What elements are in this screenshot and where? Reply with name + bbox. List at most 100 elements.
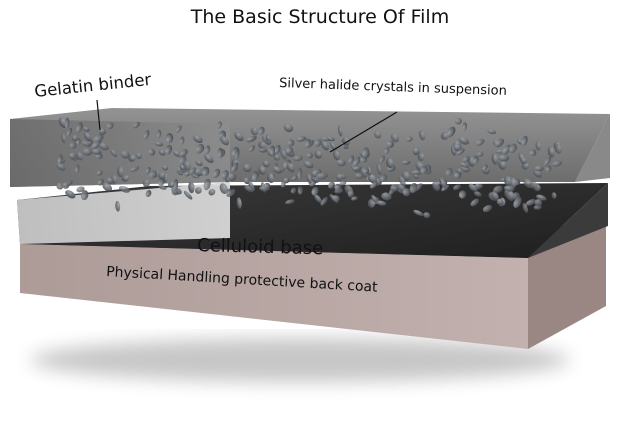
- crystal-grain: [359, 156, 368, 163]
- crystal-grain: [434, 180, 442, 187]
- crystal-grain: [417, 152, 425, 162]
- crystal-grain: [380, 174, 387, 182]
- crystal-grain: [204, 145, 211, 155]
- crystal-grain: [82, 126, 90, 132]
- crystal-grain: [189, 167, 197, 176]
- crystal-grain: [373, 131, 382, 139]
- crystal-grain: [156, 129, 162, 139]
- crystal-grain: [409, 183, 418, 193]
- crystal-grain: [534, 199, 543, 207]
- crystal-grain: [470, 198, 480, 207]
- crystal-grain: [296, 136, 307, 142]
- crystal-grain: [554, 143, 562, 154]
- crystal-grain: [314, 150, 323, 159]
- crystal-grain: [352, 156, 361, 167]
- crystal-grain: [329, 194, 339, 204]
- crystal-grain: [217, 147, 223, 159]
- crystal-grain: [384, 147, 390, 154]
- crystal-grain: [406, 136, 413, 142]
- crystal-grain: [165, 133, 174, 144]
- crystal-grain: [265, 134, 270, 142]
- crystal-grain: [283, 177, 290, 184]
- crystal-grain: [145, 167, 151, 174]
- crystal-grain: [132, 121, 141, 129]
- crystal-grain: [251, 171, 259, 182]
- crystal-grain: [545, 165, 552, 172]
- crystal-grain: [148, 148, 156, 156]
- crystal-grain: [179, 149, 188, 158]
- crystal-grain: [496, 198, 504, 206]
- crystal-grain: [106, 177, 114, 184]
- stack-shadow: [30, 338, 570, 382]
- crystal-grain: [529, 181, 538, 189]
- crystal-grain: [143, 129, 150, 140]
- crystal-grain: [413, 209, 424, 216]
- crystal-grain: [459, 162, 470, 168]
- crystal-grain: [217, 121, 222, 129]
- crystal-grain: [115, 200, 121, 212]
- crystal-grain: [412, 147, 420, 156]
- crystal-grain: [371, 194, 378, 203]
- crystal-grain: [68, 152, 77, 160]
- crystal-grain: [96, 170, 103, 176]
- crystal-grain: [208, 188, 216, 196]
- crystal-grain: [158, 149, 166, 156]
- crystal-grain: [158, 185, 167, 190]
- crystal-grain: [297, 186, 303, 195]
- crystal-grain: [56, 182, 64, 190]
- crystal-grain: [56, 163, 66, 171]
- crystal-grain: [258, 126, 265, 135]
- crystal-grain: [98, 128, 107, 135]
- crystal-grain: [534, 165, 544, 172]
- crystal-grain: [203, 154, 214, 163]
- crystal-grain: [71, 135, 79, 142]
- crystals-pointer-line: [329, 111, 398, 153]
- crystal-grain: [315, 172, 328, 180]
- crystal-grain: [93, 133, 104, 144]
- crystal-grain: [91, 140, 102, 150]
- crystal-grain: [234, 131, 244, 142]
- crystal-grain: [458, 136, 470, 145]
- crystal-grain: [118, 186, 131, 193]
- crystal-grain: [386, 140, 395, 148]
- crystal-grain: [74, 164, 80, 174]
- crystal-grain: [411, 170, 423, 175]
- crystal-grain: [286, 162, 295, 173]
- crystal-grain: [142, 179, 151, 187]
- crystal-grain: [250, 127, 259, 136]
- crystal-grain: [386, 157, 394, 169]
- crystal-grain: [420, 165, 428, 175]
- crystal-grain: [456, 148, 465, 156]
- crystal-grain: [348, 155, 355, 164]
- crystal-grain: [274, 144, 281, 155]
- gelatin-layer: [10, 108, 610, 187]
- crystal-grain: [57, 154, 63, 165]
- crystal-grain: [363, 168, 370, 175]
- crystal-grain: [522, 203, 528, 213]
- crystal-grain: [501, 144, 512, 155]
- crystal-grain: [351, 196, 358, 201]
- silver-halide-label: Silver halide crystals in suspension: [279, 76, 507, 99]
- crystal-grain: [521, 135, 528, 147]
- crystal-grain: [201, 166, 210, 176]
- crystal-grain: [453, 184, 461, 191]
- crystal-grain: [272, 166, 283, 174]
- crystal-grain: [352, 166, 362, 171]
- crystal-grain: [154, 141, 164, 147]
- crystal-grain: [547, 146, 555, 158]
- crystal-grain: [269, 145, 276, 156]
- crystal-grain: [314, 139, 322, 147]
- crystal-grain: [91, 148, 102, 155]
- crystal-grain: [311, 186, 319, 196]
- crystal-grain: [388, 189, 395, 195]
- crystal-grain: [75, 122, 83, 133]
- crystal-grain: [453, 143, 462, 152]
- crystal-grain: [390, 133, 400, 143]
- silver-halide-crystals: [56, 117, 563, 219]
- crystal-grain: [76, 186, 85, 193]
- crystal-grain: [106, 122, 114, 130]
- crystal-grain: [234, 149, 240, 160]
- crystal-grain: [162, 165, 169, 171]
